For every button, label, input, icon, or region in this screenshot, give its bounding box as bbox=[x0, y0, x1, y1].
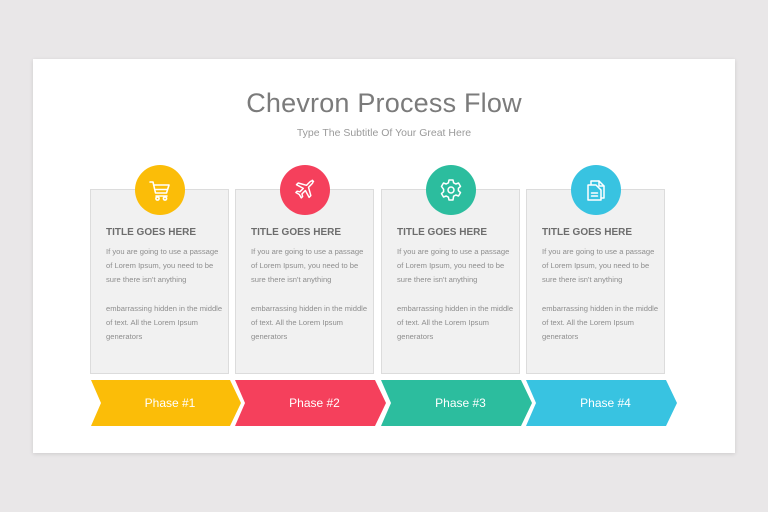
card-body: If you are going to use a passage of Lor… bbox=[106, 245, 224, 344]
card-title: TITLE GOES HERE bbox=[397, 227, 488, 238]
step-icon-badge-3 bbox=[426, 165, 476, 215]
card-title: TITLE GOES HERE bbox=[251, 227, 342, 238]
phase-chevron-3[interactable]: Phase #3 bbox=[381, 380, 532, 426]
card-paragraph: If you are going to use a passage of Lor… bbox=[251, 247, 364, 285]
card-paragraph: embarrassing hidden in the middle of tex… bbox=[397, 303, 514, 342]
step-icon-badge-1 bbox=[135, 165, 185, 215]
card-paragraph: If you are going to use a passage of Lor… bbox=[106, 247, 219, 285]
card-title: TITLE GOES HERE bbox=[106, 227, 197, 238]
phase-chevron-1[interactable]: Phase #1 bbox=[91, 380, 241, 426]
card-body: If you are going to use a passage of Lor… bbox=[542, 245, 660, 344]
card-paragraph: If you are going to use a passage of Lor… bbox=[542, 247, 655, 285]
slide-title: Chevron Process Flow bbox=[246, 88, 522, 118]
slide-subtitle: Type The Subtitle Of Your Great Here bbox=[296, 127, 472, 139]
step-card-4: TITLE GOES HERE If you are going to use … bbox=[526, 189, 665, 374]
phase-label: Phase #2 bbox=[289, 396, 340, 410]
step-icon-badge-2 bbox=[280, 165, 330, 215]
step-card-3: TITLE GOES HERE If you are going to use … bbox=[381, 189, 520, 374]
phase-chevron-4[interactable]: Phase #4 bbox=[526, 380, 677, 426]
shopping-cart-icon bbox=[149, 181, 170, 201]
card-paragraph: embarrassing hidden in the middle of tex… bbox=[106, 303, 223, 342]
phase-label: Phase #3 bbox=[435, 396, 486, 410]
step-icon-badge-4 bbox=[571, 165, 621, 215]
phase-label: Phase #1 bbox=[144, 396, 196, 410]
card-title: TITLE GOES HERE bbox=[542, 227, 633, 238]
card-paragraph: embarrassing hidden in the middle of tex… bbox=[542, 303, 659, 342]
step-card-1: TITLE GOES HERE If you are going to use … bbox=[90, 189, 229, 374]
card-body: If you are going to use a passage of Lor… bbox=[397, 245, 515, 344]
phase-label: Phase #4 bbox=[580, 396, 631, 410]
card-paragraph: embarrassing hidden in the middle of tex… bbox=[251, 303, 368, 342]
documents-icon bbox=[587, 180, 605, 201]
phase-chevron-2[interactable]: Phase #2 bbox=[235, 380, 386, 426]
card-body: If you are going to use a passage of Lor… bbox=[251, 245, 369, 344]
card-paragraph: If you are going to use a passage of Lor… bbox=[397, 247, 510, 285]
airplane-icon bbox=[295, 179, 315, 199]
gear-icon bbox=[440, 179, 462, 201]
step-card-2: TITLE GOES HERE If you are going to use … bbox=[235, 189, 374, 374]
